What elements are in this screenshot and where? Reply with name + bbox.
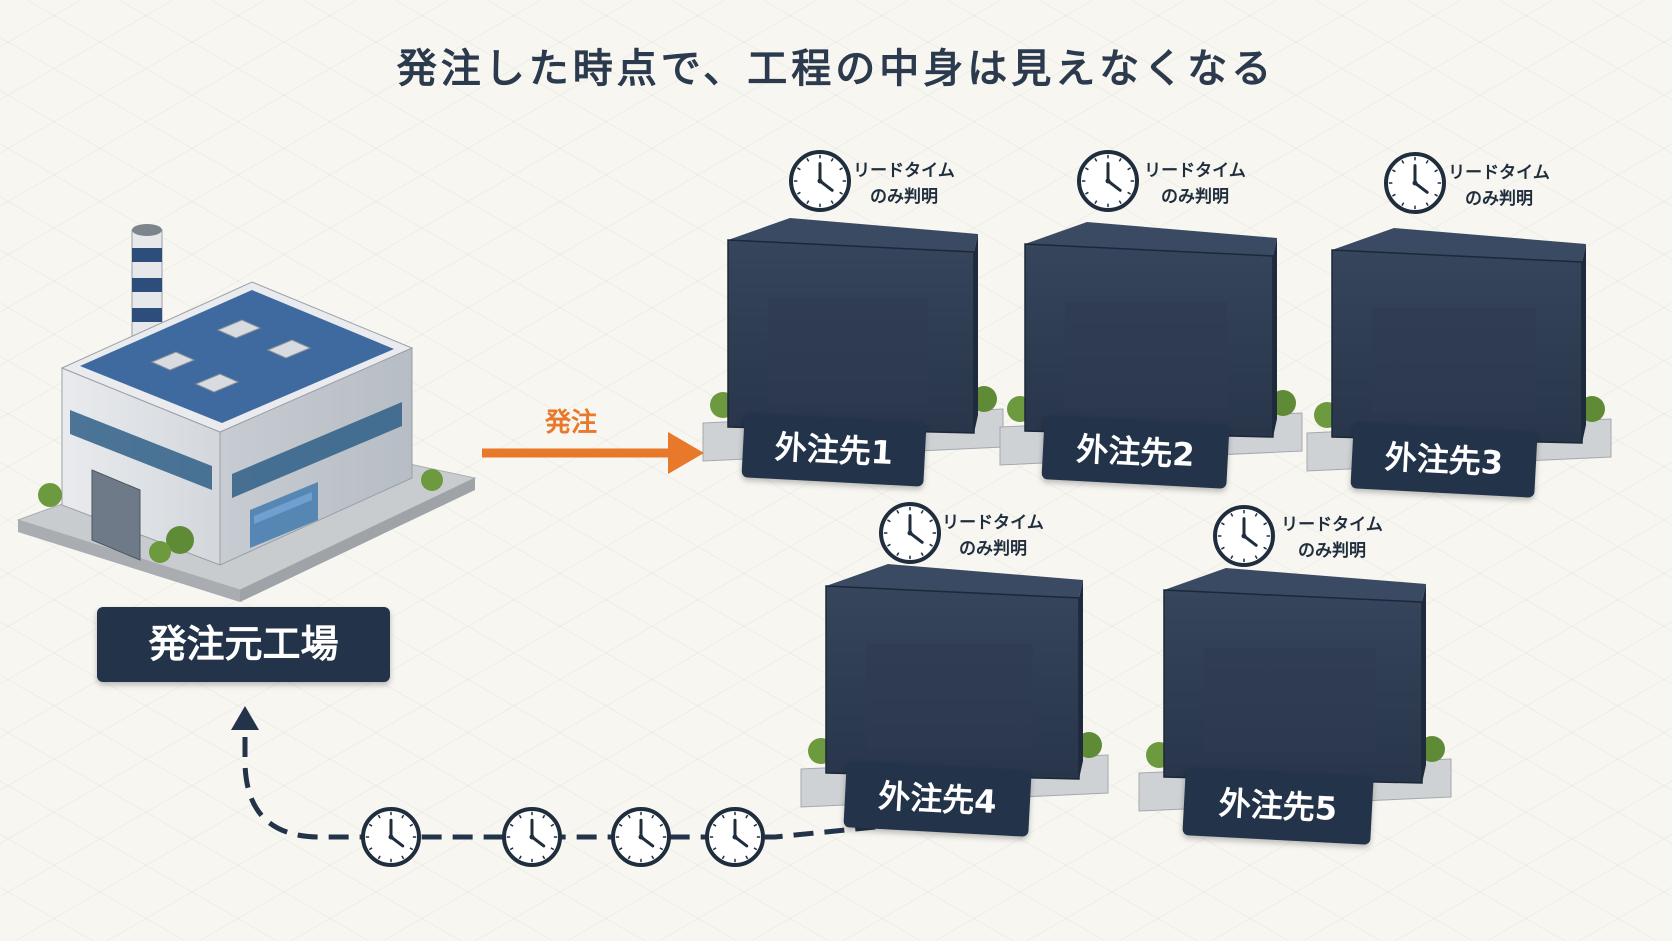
supplier-label-2: 外注先2 — [1041, 415, 1230, 489]
page-title: 発注した時点で、工程の中身は見えなくなる — [396, 46, 1276, 92]
lead-time-caption-4: リードタイムのみ判明 — [928, 510, 1058, 562]
lead-time-caption-1: リードタイムのみ判明 — [839, 158, 969, 210]
lead-time-caption-line: リードタイム — [853, 161, 955, 181]
lead-time-caption-line: リードタイム — [1448, 163, 1550, 183]
lead-time-caption-line: のみ判明 — [959, 539, 1027, 559]
clock-icon — [1077, 150, 1139, 212]
lead-time-caption-line: のみ判明 — [1161, 187, 1229, 207]
origin-factory — [16, 224, 477, 602]
clock-icon — [1384, 152, 1446, 214]
clock-icon — [879, 502, 941, 564]
return-lead-time-path — [231, 706, 907, 840]
supplier-label-3: 外注先3 — [1350, 422, 1538, 498]
clock-icon — [789, 150, 851, 212]
lead-time-caption-2: リードタイムのみ判明 — [1130, 158, 1260, 210]
order-arrow — [482, 432, 704, 474]
clock-icon — [502, 807, 562, 867]
lead-time-caption-line: のみ判明 — [1298, 541, 1366, 561]
clock-icon — [611, 807, 671, 867]
supplier-label-1: 外注先1 — [741, 413, 927, 487]
origin-factory-label: 発注元工場 — [97, 607, 390, 682]
clock-icon — [1213, 505, 1275, 567]
order-label: 発注 — [545, 408, 598, 438]
supplier-label-4: 外注先4 — [843, 761, 1032, 837]
clock-icon — [705, 807, 765, 867]
lead-time-caption-line: リードタイム — [1144, 161, 1246, 181]
lead-time-caption-line: リードタイム — [942, 513, 1044, 533]
lead-time-caption-line: のみ判明 — [870, 187, 938, 207]
clock-icon — [361, 807, 421, 867]
lead-time-caption-line: のみ判明 — [1465, 189, 1533, 209]
lead-time-caption-line: リードタイム — [1281, 515, 1383, 535]
lead-time-caption-5: リードタイムのみ判明 — [1267, 512, 1397, 564]
lead-time-caption-3: リードタイムのみ判明 — [1434, 160, 1564, 212]
supplier-label-5: 外注先5 — [1182, 767, 1374, 845]
chimney-icon — [131, 224, 163, 341]
origin-factory-label-text: 発注元工場 — [148, 622, 339, 666]
